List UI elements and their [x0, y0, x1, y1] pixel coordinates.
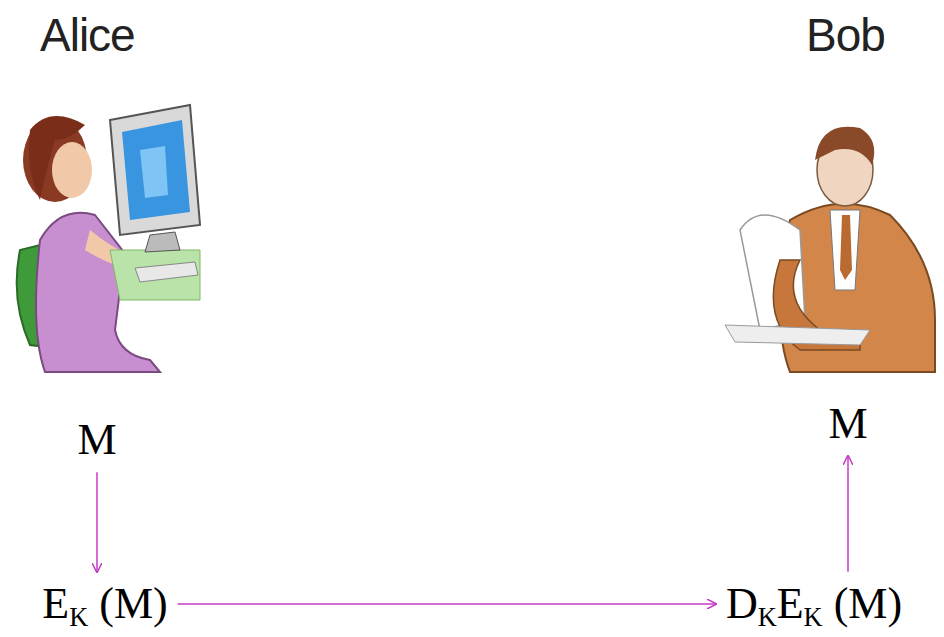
- message-term: M: [824, 398, 871, 450]
- message-term: EK (M): [38, 578, 171, 630]
- bob-illustration: [725, 127, 935, 372]
- formula-text: M: [77, 415, 116, 464]
- message-term: DKEK (M): [722, 578, 906, 630]
- message-term: M: [73, 414, 120, 466]
- flow-arrow: [96, 472, 98, 572]
- formula-text: EK (M): [42, 579, 167, 628]
- person-name: Alice: [40, 8, 135, 62]
- flow-arrow: [847, 456, 849, 572]
- formula-text: DKEK (M): [726, 579, 902, 628]
- person-name: Bob: [806, 8, 885, 62]
- flow-arrow: [178, 603, 716, 605]
- formula-text: M: [828, 399, 867, 448]
- alice-illustration: [17, 105, 200, 372]
